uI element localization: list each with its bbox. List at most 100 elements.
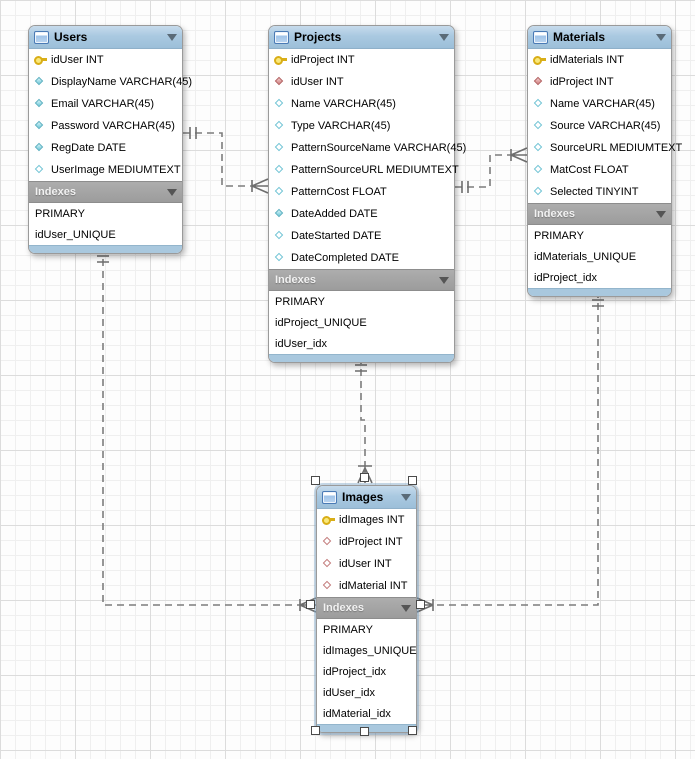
index-row[interactable]: idProject_idx [317, 661, 416, 682]
column-row[interactable]: idImages INT [317, 509, 416, 531]
column-row[interactable]: UserImage MEDIUMTEXT [29, 159, 182, 181]
column-nullable-icon [274, 186, 287, 198]
collapse-arrow-icon[interactable] [656, 210, 666, 218]
table-images-header[interactable]: Images [317, 486, 416, 509]
column-row[interactable]: idUser INT [269, 71, 454, 93]
column-label: UserImage MEDIUMTEXT [51, 164, 181, 176]
indexes-header-label: Indexes [534, 208, 575, 220]
column-row[interactable]: Selected TINYINT [528, 181, 671, 203]
selection-handle-mid-right[interactable] [416, 600, 425, 609]
column-row[interactable]: idUser INT [317, 553, 416, 575]
column-row[interactable]: DateCompleted DATE [269, 247, 454, 269]
table-projects-header[interactable]: Projects [269, 26, 454, 49]
column-nullable-icon [274, 142, 287, 154]
index-label: PRIMARY [323, 623, 373, 636]
selection-handle-mid-left[interactable] [306, 600, 315, 609]
table-users-header[interactable]: Users [29, 26, 182, 49]
column-label: idUser INT [339, 558, 392, 570]
index-label: idImages_UNIQUE [323, 644, 417, 657]
index-row[interactable]: PRIMARY [528, 225, 671, 246]
table-users[interactable]: Users idUser INT DisplayName VARCHAR(45)… [28, 25, 192, 254]
index-row[interactable]: PRIMARY [269, 291, 454, 312]
column-row[interactable]: DateAdded DATE [269, 203, 454, 225]
selection-handle-bottom-right[interactable] [408, 726, 417, 735]
column-nullable-icon [274, 230, 287, 242]
table-icon [322, 490, 337, 504]
column-row[interactable]: Email VARCHAR(45) [29, 93, 182, 115]
column-row[interactable]: MatCost FLOAT [528, 159, 671, 181]
collapse-arrow-icon[interactable] [656, 33, 666, 41]
selection-handle-top-center[interactable] [360, 473, 369, 482]
column-row[interactable]: SourceURL MEDIUMTEXT [528, 137, 682, 159]
relationship-materials-images[interactable] [416, 291, 604, 613]
collapse-arrow-icon[interactable] [401, 493, 411, 501]
table-materials[interactable]: Materials idMaterials INT idProject INT … [527, 25, 682, 297]
index-label: idProject_idx [534, 271, 597, 284]
column-row[interactable]: Password VARCHAR(45) [29, 115, 182, 137]
column-label: DateCompleted DATE [291, 252, 400, 264]
column-row[interactable]: idMaterial INT [317, 575, 416, 597]
column-label: idUser INT [291, 76, 344, 88]
column-row[interactable]: idProject INT [528, 71, 671, 93]
column-row[interactable]: PatternCost FLOAT [269, 181, 454, 203]
column-label: idMaterials INT [550, 54, 624, 66]
table-materials-header[interactable]: Materials [528, 26, 671, 49]
column-row[interactable]: idUser INT [29, 49, 182, 71]
index-row[interactable]: idImages_UNIQUE [317, 640, 417, 661]
column-row[interactable]: Type VARCHAR(45) [269, 115, 454, 137]
table-images[interactable]: Images idImages INT idProject INT idUser… [316, 485, 417, 733]
column-row[interactable]: RegDate DATE [29, 137, 182, 159]
indexes-header-label: Indexes [35, 186, 76, 198]
column-row[interactable]: DateStarted DATE [269, 225, 454, 247]
column-label: PatternSourceName VARCHAR(45) [291, 142, 467, 154]
index-row[interactable]: idMaterial_idx [317, 703, 416, 724]
column-row[interactable]: DisplayName VARCHAR(45) [29, 71, 192, 93]
collapse-arrow-icon[interactable] [439, 33, 449, 41]
column-label: idProject INT [339, 536, 403, 548]
column-row[interactable]: PatternSourceName VARCHAR(45) [269, 137, 466, 159]
column-label: idProject INT [550, 76, 614, 88]
relationship-projects-materials[interactable] [455, 147, 528, 193]
table-title: Images [342, 490, 384, 504]
column-row[interactable]: idMaterials INT [528, 49, 671, 71]
index-row[interactable]: idUser_idx [269, 333, 454, 354]
column-label: Type VARCHAR(45) [291, 120, 391, 132]
relationship-projects-images[interactable] [355, 357, 373, 484]
index-row[interactable]: PRIMARY [317, 619, 416, 640]
column-row[interactable]: idProject INT [269, 49, 454, 71]
indexes-header[interactable]: Indexes [269, 269, 454, 291]
indexes-header[interactable]: Indexes [317, 597, 416, 619]
index-row[interactable]: idUser_idx [317, 682, 416, 703]
indexes-header[interactable]: Indexes [29, 181, 182, 203]
column-label: MatCost FLOAT [550, 164, 629, 176]
selection-handle-bottom-center[interactable] [360, 727, 369, 736]
index-row[interactable]: idMaterials_UNIQUE [528, 246, 671, 267]
column-label: RegDate DATE [51, 142, 126, 154]
index-row[interactable]: PRIMARY [29, 203, 182, 224]
table-footer [29, 245, 182, 253]
relationship-users-projects[interactable] [183, 127, 269, 194]
index-row[interactable]: idProject_UNIQUE [269, 312, 454, 333]
index-row[interactable]: idUser_UNIQUE [29, 224, 182, 245]
selection-handle-top-right[interactable] [408, 476, 417, 485]
column-label: Name VARCHAR(45) [550, 98, 655, 110]
collapse-arrow-icon[interactable] [167, 33, 177, 41]
collapse-arrow-icon[interactable] [401, 604, 411, 612]
collapse-arrow-icon[interactable] [167, 188, 177, 196]
index-row[interactable]: idProject_idx [528, 267, 671, 288]
primary-key-icon [34, 54, 47, 66]
selection-handle-bottom-left[interactable] [311, 726, 320, 735]
collapse-arrow-icon[interactable] [439, 276, 449, 284]
index-label: PRIMARY [534, 229, 584, 242]
column-row[interactable]: idProject INT [317, 531, 416, 553]
indexes-header[interactable]: Indexes [528, 203, 671, 225]
column-row[interactable]: Source VARCHAR(45) [528, 115, 671, 137]
column-row[interactable]: Name VARCHAR(45) [269, 93, 454, 115]
selection-handle-top-left[interactable] [311, 476, 320, 485]
column-notnull-icon [34, 142, 47, 154]
column-row[interactable]: PatternSourceURL MEDIUMTEXT [269, 159, 459, 181]
table-projects[interactable]: Projects idProject INT idUser INT Name V… [268, 25, 466, 363]
column-row[interactable]: Name VARCHAR(45) [528, 93, 671, 115]
index-label: idProject_idx [323, 665, 386, 678]
